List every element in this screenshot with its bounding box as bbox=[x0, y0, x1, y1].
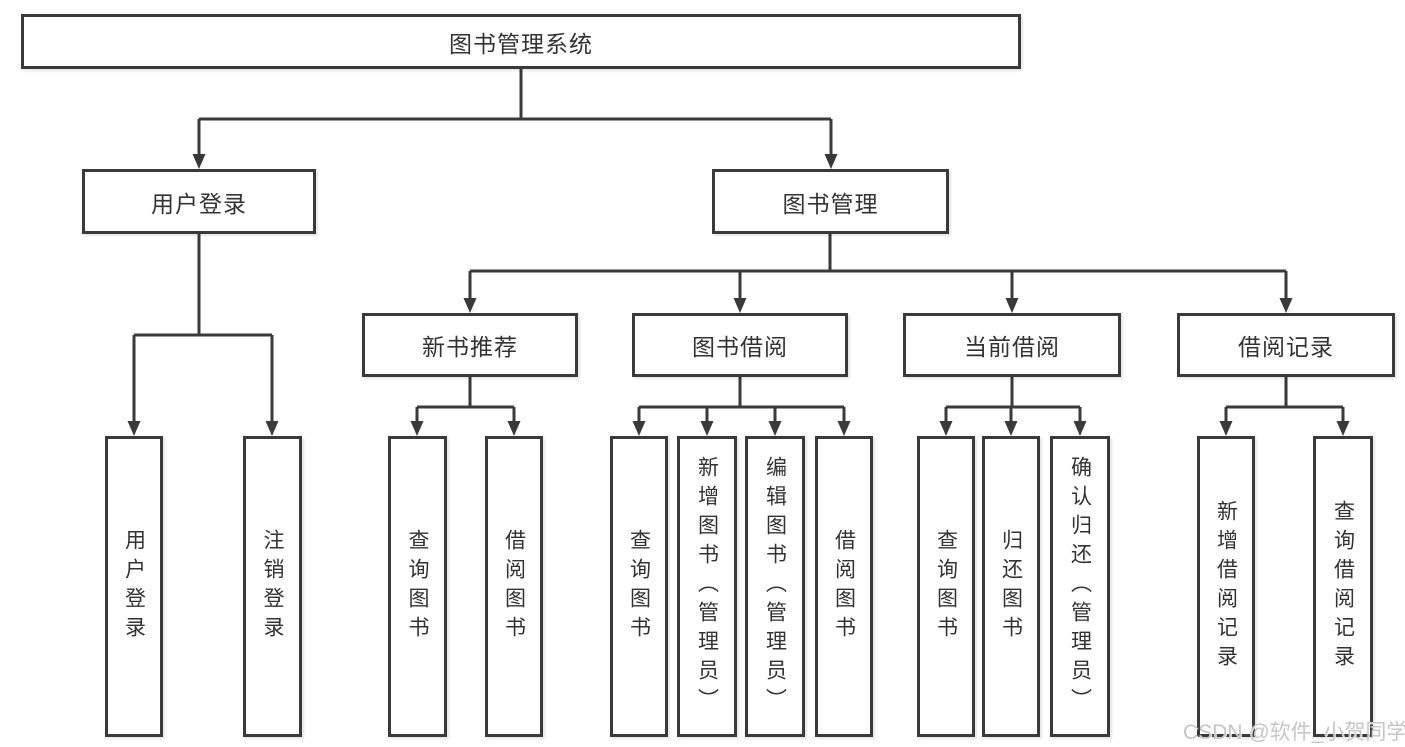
leaf-query-books-recommend: 查询图书 bbox=[388, 436, 447, 737]
node-book-management: 图书管理 bbox=[712, 169, 949, 234]
node-label: 新增图书（管理员） bbox=[695, 456, 719, 717]
node-label: 编辑图书（管理员） bbox=[763, 456, 787, 717]
node-label: 借阅记录 bbox=[1238, 334, 1334, 360]
connector-records-to-leaves bbox=[1224, 377, 1345, 421]
leaf-add-books-admin: 新增图书（管理员） bbox=[677, 436, 737, 737]
node-label: 新增借阅记录 bbox=[1214, 499, 1238, 674]
node-label: 归还图书 bbox=[999, 528, 1023, 645]
arrowheads bbox=[127, 154, 1350, 436]
node-book-borrowing: 图书借阅 bbox=[632, 313, 848, 377]
leaf-query-borrow-record: 查询借阅记录 bbox=[1313, 436, 1373, 737]
node-current-borrowing: 当前借阅 bbox=[903, 313, 1121, 377]
connector-bookmgmt-to-level3 bbox=[468, 234, 1288, 298]
node-borrowing-records: 借阅记录 bbox=[1177, 313, 1395, 377]
leaf-borrow-books-recommend: 借阅图书 bbox=[485, 436, 543, 737]
node-label: 借阅图书 bbox=[832, 528, 856, 645]
node-label: 图书管理系统 bbox=[449, 30, 593, 57]
node-user-login: 用户登录 bbox=[82, 169, 316, 234]
node-label: 新书推荐 bbox=[422, 334, 518, 360]
leaf-borrow-books: 借阅图书 bbox=[815, 436, 873, 737]
node-label: 当前借阅 bbox=[964, 334, 1060, 360]
node-label: 图书借阅 bbox=[692, 334, 788, 360]
node-label: 注销登录 bbox=[261, 528, 284, 645]
leaf-logout: 注销登录 bbox=[243, 436, 302, 737]
leaf-confirm-return-admin: 确认归还（管理员） bbox=[1050, 436, 1110, 737]
connector-newbooks-to-leaves bbox=[415, 377, 516, 421]
leaf-query-books-borrow: 查询图书 bbox=[610, 436, 668, 737]
node-library-management-system: 图书管理系统 bbox=[21, 14, 1021, 69]
leaf-add-borrow-record: 新增借阅记录 bbox=[1197, 436, 1255, 737]
connector-root-to-level2 bbox=[197, 68, 833, 154]
node-new-book-recommendation: 新书推荐 bbox=[362, 313, 578, 377]
leaf-user-login: 用户登录 bbox=[105, 436, 163, 737]
leaf-query-books-current: 查询图书 bbox=[917, 436, 975, 737]
node-label: 确认归还（管理员） bbox=[1068, 456, 1092, 717]
leaf-edit-books-admin: 编辑图书（管理员） bbox=[745, 436, 805, 737]
node-label: 查询借阅记录 bbox=[1331, 499, 1355, 674]
node-label: 查询图书 bbox=[934, 528, 958, 645]
node-label: 借阅图书 bbox=[502, 528, 526, 645]
csdn-watermark: CSDN @软件_小贺同学 bbox=[1183, 721, 1405, 744]
node-label: 图书管理 bbox=[782, 190, 879, 217]
connector-borrow-to-leaves bbox=[637, 377, 846, 421]
connector-userlogin-to-leaves bbox=[132, 234, 274, 421]
leaf-return-books: 归还图书 bbox=[982, 436, 1040, 737]
node-label: 用户登录 bbox=[151, 190, 247, 217]
node-label: 用户登录 bbox=[122, 528, 146, 645]
node-label: 查询图书 bbox=[406, 528, 429, 645]
node-label: 查询图书 bbox=[627, 528, 651, 645]
connector-current-to-leaves bbox=[944, 377, 1082, 421]
